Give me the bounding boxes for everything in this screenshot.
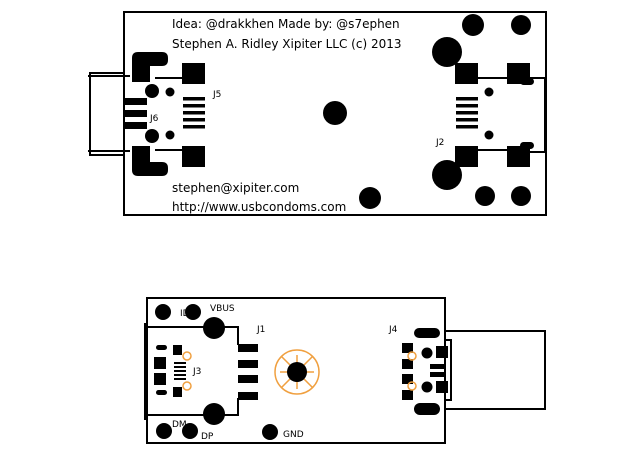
pad-vbus [185, 304, 201, 320]
bottom-board-outline [146, 297, 446, 444]
mounting-hole [274, 349, 320, 395]
connector-j5 [155, 63, 205, 167]
connector-j1-j3 [144, 317, 258, 425]
connector-j2 [432, 14, 546, 206]
pad-id [155, 304, 171, 320]
pad-dp [182, 423, 198, 439]
label-vbus: VBUS [210, 304, 235, 314]
connector-j6 [88, 52, 175, 176]
label-gnd: GND [283, 430, 304, 440]
label-j6: J6 [149, 114, 159, 124]
pad-dm [156, 423, 172, 439]
label-j5: J5 [212, 90, 221, 100]
credits-line1: Idea: @drakkhen Made by: @s7ephen [172, 17, 400, 31]
label-j2: J2 [435, 138, 444, 148]
mounting-via [323, 101, 347, 125]
credits-line2: Stephen A. Ridley Xipiter LLC (c) 2013 [172, 37, 402, 51]
pad-gnd [262, 424, 278, 440]
label-j3: J3 [192, 367, 201, 377]
top-board: Idea: @drakkhen Made by: @s7ephen Stephe… [88, 11, 547, 216]
label-j1: J1 [256, 325, 265, 335]
bottom-board: ID VBUS DM DP GND [144, 297, 546, 444]
email-text: stephen@xipiter.com [172, 181, 299, 195]
via [359, 187, 381, 209]
label-id: ID [180, 309, 190, 319]
label-j4: J4 [388, 325, 398, 335]
label-dm: DM [172, 420, 187, 430]
url-text: http://www.usbcondoms.com [172, 200, 346, 214]
connector-j4 [402, 328, 546, 415]
label-dp: DP [201, 432, 214, 442]
